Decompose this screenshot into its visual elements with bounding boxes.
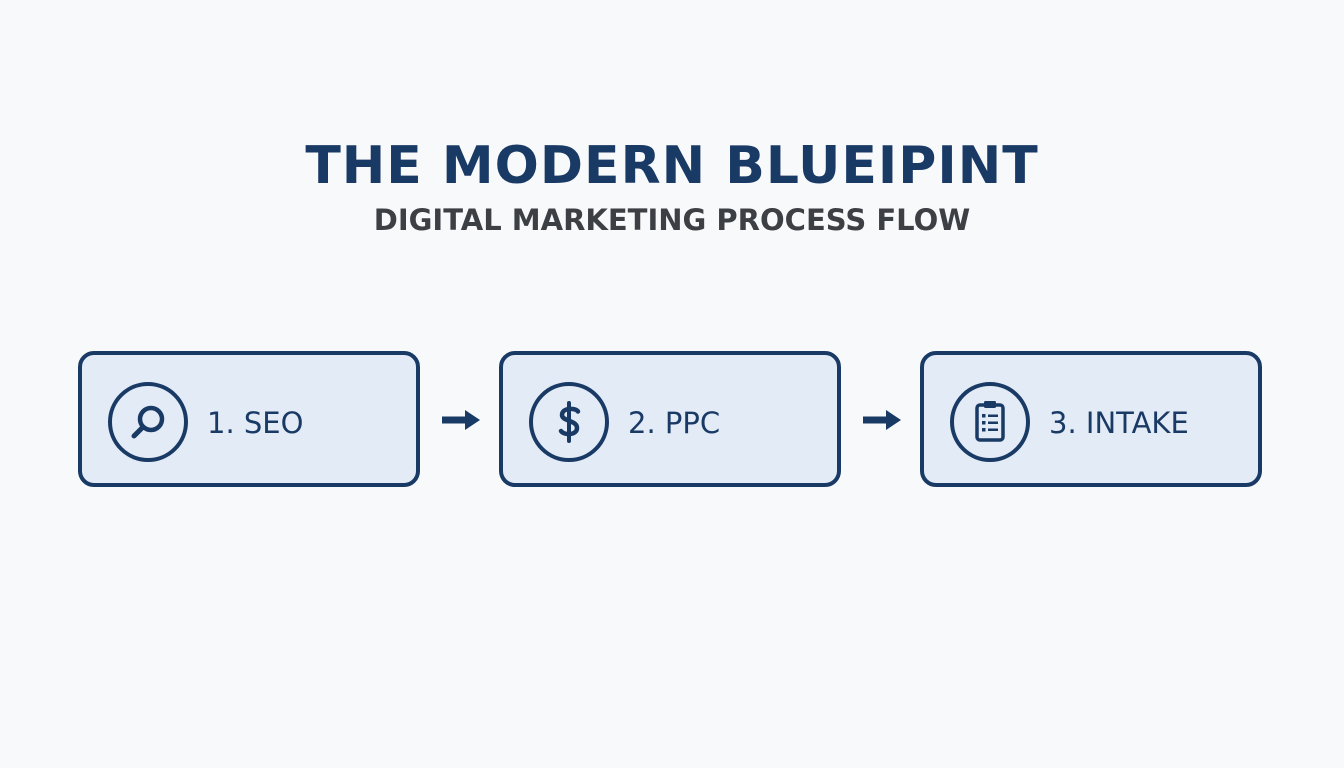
list-bullet-1: [982, 414, 986, 418]
list-line-1: [988, 414, 998, 417]
clipboard-list-icon: [950, 382, 1030, 462]
clipboard-clip: [984, 401, 996, 408]
step-label-ppc: 2. PPC: [628, 406, 721, 440]
magnifying-glass-icon-graphic: [131, 405, 165, 439]
arrow-shape: [863, 410, 901, 430]
clipboard-list-icon-graphic: [975, 401, 1005, 442]
arrow-shape: [442, 410, 480, 430]
magnifying-glass-icon: [108, 382, 188, 462]
list-bullet-2: [982, 421, 986, 425]
step-label-intake: 3. INTAKE: [1049, 406, 1189, 440]
step-box-ppc: 2. PPC: [499, 351, 841, 487]
list-line-3: [988, 428, 998, 431]
arrow-right-icon: [863, 410, 901, 430]
list-line-2: [988, 421, 998, 424]
magnifier-handle: [131, 424, 146, 439]
diagram-subtitle: DIGITAL MARKETING PROCESS FLOW: [373, 203, 971, 237]
arrow-right-icon: [442, 410, 480, 430]
magnifier-lens: [137, 405, 165, 433]
diagram-title: THE MODERN BLUEIPINT: [305, 136, 1039, 196]
dollar-sign-icon-graphic: [558, 401, 581, 443]
list-bullet-3: [982, 428, 986, 432]
dollar-sign-icon: [529, 382, 609, 462]
step-box-intake: 3. INTAKE: [920, 351, 1262, 487]
step-label-seo: 1. SEO: [207, 406, 304, 440]
step-box-seo: 1. SEO: [78, 351, 420, 487]
